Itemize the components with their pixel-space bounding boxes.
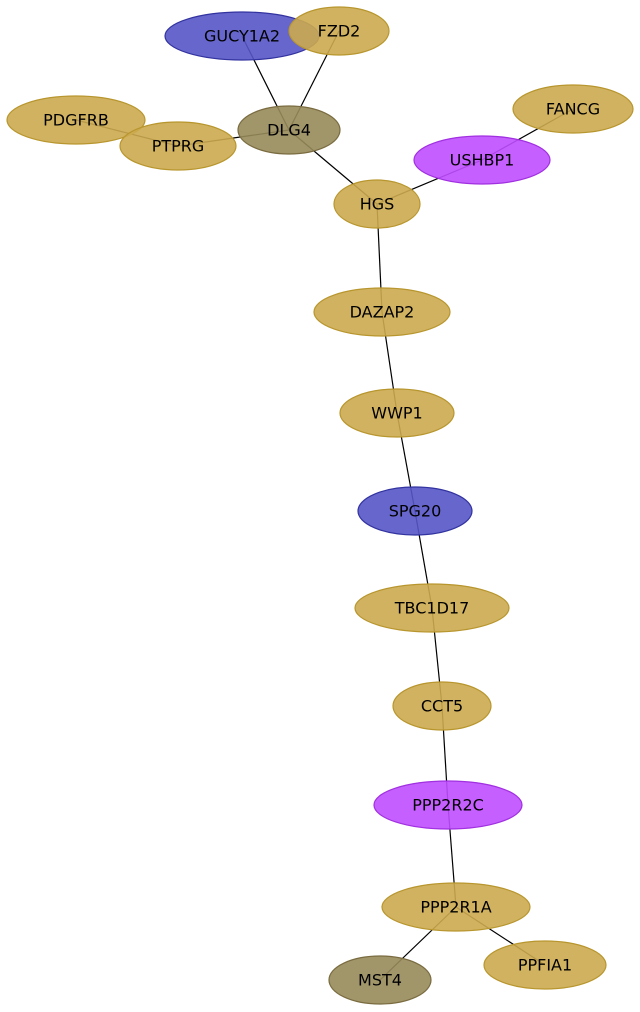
node-label-dazap2: DAZAP2 — [350, 303, 415, 322]
node-shape-fzd2 — [288, 6, 390, 56]
node-label-hgs: HGS — [360, 195, 395, 214]
node-shape-spg20 — [357, 486, 473, 536]
node-label-ppfia1: PPFIA1 — [518, 956, 572, 975]
node-label-fzd2: FZD2 — [318, 22, 361, 41]
node-shape-hgs — [333, 179, 421, 229]
node-label-ppp2r2c: PPP2R2C — [412, 796, 484, 815]
node-label-mst4: MST4 — [358, 971, 402, 990]
node-dazap2[interactable]: DAZAP2 — [313, 287, 451, 337]
node-label-ppp2r1a: PPP2R1A — [420, 898, 491, 917]
node-tbc1d17[interactable]: TBC1D17 — [354, 583, 510, 633]
node-cct5[interactable]: CCT5 — [392, 681, 492, 731]
node-wwp1[interactable]: WWP1 — [339, 388, 455, 438]
node-label-spg20: SPG20 — [389, 502, 442, 521]
node-shape-ppp2r2c — [373, 780, 523, 830]
node-shape-wwp1 — [339, 388, 455, 438]
node-label-ushbp1: USHBP1 — [450, 151, 515, 170]
node-shape-cct5 — [392, 681, 492, 731]
node-shape-dlg4 — [237, 105, 341, 155]
node-spg20[interactable]: SPG20 — [357, 486, 473, 536]
node-ushbp1[interactable]: USHBP1 — [413, 135, 551, 185]
node-label-ptprg: PTPRG — [152, 137, 205, 156]
node-label-cct5: CCT5 — [421, 697, 463, 716]
node-shape-ppp2r1a — [381, 882, 531, 932]
node-dlg4[interactable]: DLG4 — [237, 105, 341, 155]
node-shape-tbc1d17 — [354, 583, 510, 633]
node-label-tbc1d17: TBC1D17 — [394, 599, 470, 618]
node-label-fancg: FANCG — [546, 100, 600, 119]
node-fancg[interactable]: FANCG — [512, 84, 634, 134]
node-shape-dazap2 — [313, 287, 451, 337]
node-pdgfrb[interactable]: PDGFRB — [6, 95, 146, 145]
node-ppfia1[interactable]: PPFIA1 — [483, 940, 607, 990]
node-shape-fancg — [512, 84, 634, 134]
node-label-pdgfrb: PDGFRB — [43, 111, 109, 130]
node-shape-pdgfrb — [6, 95, 146, 145]
node-shape-ptprg — [119, 121, 237, 171]
node-ppp2r2c[interactable]: PPP2R2C — [373, 780, 523, 830]
node-fzd2[interactable]: FZD2 — [288, 6, 390, 56]
node-hgs[interactable]: HGS — [333, 179, 421, 229]
node-label-wwp1: WWP1 — [371, 404, 422, 423]
node-mst4[interactable]: MST4 — [328, 955, 432, 1005]
node-label-dlg4: DLG4 — [267, 121, 311, 140]
node-label-gucy1a2: GUCY1A2 — [204, 27, 280, 46]
node-ptprg[interactable]: PTPRG — [119, 121, 237, 171]
node-shape-ushbp1 — [413, 135, 551, 185]
node-ppp2r1a[interactable]: PPP2R1A — [381, 882, 531, 932]
node-shape-mst4 — [328, 955, 432, 1005]
node-shape-ppfia1 — [483, 940, 607, 990]
